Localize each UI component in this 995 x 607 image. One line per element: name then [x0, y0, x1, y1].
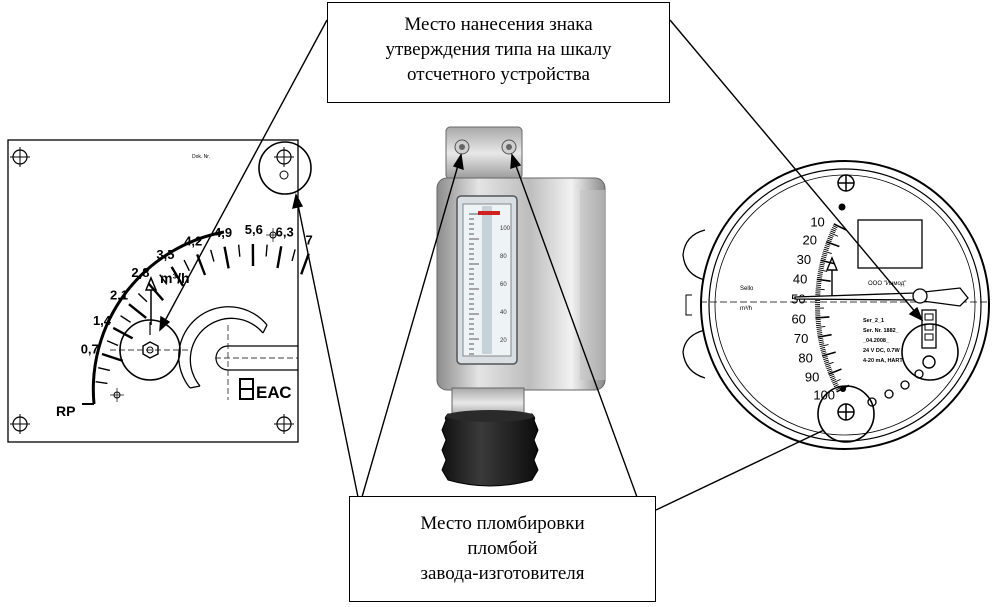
callout-top-line-1: Место нанесения знака [328, 12, 669, 37]
dial-tick [816, 283, 821, 284]
bottom-seal-symbol [838, 404, 854, 420]
nameplate-line: Ser_2_1 [863, 318, 884, 324]
dial-label: 60 [791, 311, 805, 326]
callout-type-approval-mark: Место нанесения знака утверждения типа н… [327, 2, 670, 103]
rotameter-scale-label: 80 [500, 254, 507, 260]
nameplate-line: 24 V DC, 0.7W [863, 348, 900, 354]
scale-label: 5,6 [245, 222, 263, 237]
scale-label: 2,8 [131, 265, 149, 280]
display-window [858, 220, 922, 268]
company-label: ООО "Инмод" [868, 281, 906, 287]
dial-label: 70 [794, 331, 808, 346]
scale-label: 3,5 [156, 247, 174, 262]
top-seal-symbol [838, 175, 854, 191]
dial-tick [816, 323, 821, 324]
nameplate-line: Ser. Nr. 1882_ [863, 328, 900, 334]
scale-label: 4,2 [184, 233, 202, 248]
callout-top-line-3: отсчетного устройства [328, 62, 669, 87]
dial-tick [816, 285, 821, 286]
callout-bottom-line-2: пломбой [350, 536, 655, 561]
seal-screw-left [455, 140, 469, 154]
float-marker [478, 211, 500, 215]
side-label-1: Sello [740, 286, 754, 292]
round-dial: 102030405060708090100 ООО "Инмод" Sello … [683, 161, 990, 449]
callout-top-line-2: утверждения типа на шкалу [328, 37, 669, 62]
scale-label: 6,3 [276, 225, 294, 240]
dial-label: 10 [810, 214, 824, 229]
scale-tick [266, 245, 267, 257]
callout-bottom-line-1: Место пломбировки [350, 511, 655, 536]
dial-label: 90 [805, 370, 819, 385]
scale-label: 0,7 [81, 342, 99, 357]
side-label-2: m³/h [740, 306, 752, 312]
dial-label: 40 [793, 271, 807, 286]
nameplate-line: 4-20 mA, HART [863, 358, 903, 364]
scale-label: 4,9 [214, 225, 232, 240]
dial-label: 20 [803, 233, 817, 248]
rotameter-scale-label: 60 [500, 282, 507, 288]
callout-factory-seal: Место пломбировки пломбой завода-изготов… [349, 496, 656, 602]
plate-header-text: Dok. Nr. [192, 154, 210, 160]
nameplate-line: _04.2008_ [862, 338, 890, 344]
adjustment-knob [442, 410, 538, 486]
rotameter-scale-label: 40 [500, 310, 507, 316]
svg-text:ЕАС: ЕАС [256, 383, 291, 402]
dial-label: 30 [797, 252, 811, 267]
scale-tick [301, 254, 309, 275]
dial-tick [817, 281, 822, 282]
callout-bottom-line-3: завода-изготовителя [350, 561, 655, 586]
rotameter-scale-label: 20 [500, 338, 507, 344]
rotameter-scale-label: 100 [500, 226, 511, 232]
dial-tick [816, 325, 821, 326]
rp-label: RP [56, 403, 75, 419]
scale-label: 2,1 [110, 287, 128, 302]
seal-screw-right [502, 140, 516, 154]
dial-label: 80 [798, 351, 812, 366]
scale-label: 1,4 [93, 313, 112, 328]
dial-tick [815, 317, 829, 318]
